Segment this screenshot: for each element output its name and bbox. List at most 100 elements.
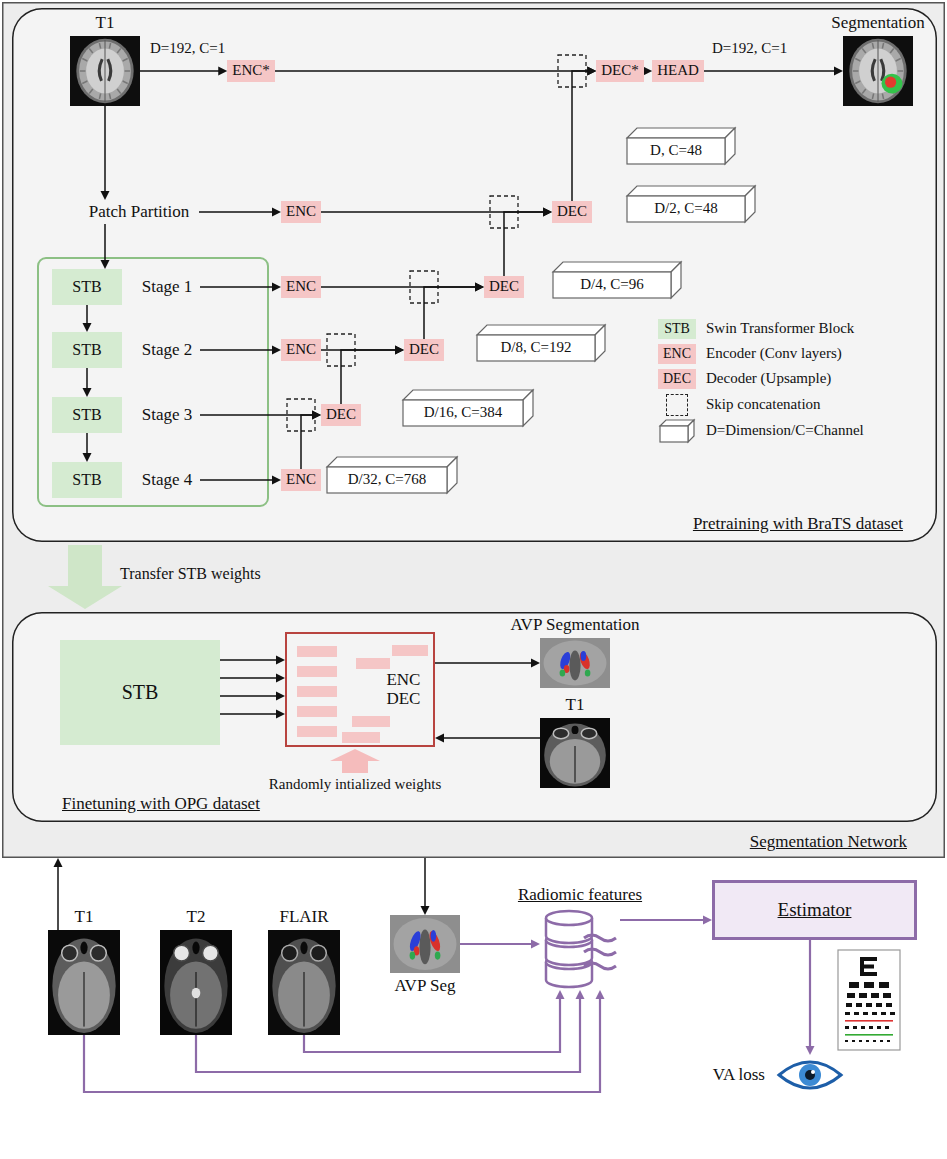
layer-blocks xyxy=(297,645,428,743)
graphic xyxy=(52,938,115,1033)
graphic xyxy=(99,43,100,48)
node-text: Stage 2 xyxy=(142,340,193,360)
graphic xyxy=(544,724,606,787)
connector xyxy=(200,346,281,355)
image-node: AVP Segmentation xyxy=(540,638,610,688)
graphic xyxy=(80,70,86,72)
graphic xyxy=(523,390,533,426)
text-node: Patch Partition xyxy=(79,200,199,224)
graphic xyxy=(861,1026,865,1029)
node-text: DEC* xyxy=(601,62,639,79)
arrowhead xyxy=(834,67,843,76)
node-text: Pretraining with BraTS dataset xyxy=(693,514,903,534)
graphic xyxy=(866,1003,872,1007)
graphic xyxy=(886,1003,892,1007)
text-node: Stage 1 xyxy=(134,276,200,298)
graphic xyxy=(581,728,596,739)
process-box: DEC xyxy=(552,201,592,223)
graphic xyxy=(109,94,110,99)
arrowhead xyxy=(531,940,540,949)
graphic xyxy=(688,420,694,442)
arrowhead xyxy=(276,674,285,683)
graphic xyxy=(855,81,860,83)
graphic xyxy=(300,942,307,955)
graphic xyxy=(585,670,591,677)
graphic xyxy=(854,1012,859,1015)
connector xyxy=(806,940,815,1055)
process-box: ENC xyxy=(281,276,321,298)
connector-line xyxy=(424,287,477,339)
connector-line xyxy=(196,997,580,1072)
arrowhead xyxy=(83,323,92,332)
connector xyxy=(220,674,285,683)
graphic xyxy=(123,81,128,83)
arrowhead xyxy=(83,453,92,462)
chart-marks xyxy=(845,957,895,1042)
node-text: Finetuning with OPG dataset xyxy=(62,794,260,814)
graphic xyxy=(872,43,873,48)
graphic xyxy=(885,77,896,88)
graphic xyxy=(843,36,913,106)
graphic xyxy=(109,43,110,48)
node-text: STB xyxy=(72,341,101,359)
graphic xyxy=(660,426,688,442)
layer-block xyxy=(297,726,337,737)
graphic xyxy=(853,1026,857,1029)
image-illustration xyxy=(390,915,460,973)
graphic xyxy=(160,930,232,1035)
graphic xyxy=(62,945,78,961)
process-box: HEAD xyxy=(652,60,704,82)
graphic xyxy=(99,94,100,99)
process-box: Estimator xyxy=(712,880,917,940)
graphic xyxy=(272,938,335,1033)
node-text: DEC xyxy=(326,406,356,423)
process-box: STB xyxy=(52,397,122,433)
connector-line xyxy=(275,70,590,72)
arrowhead xyxy=(475,283,484,292)
layer-block xyxy=(392,645,428,656)
graphic xyxy=(779,1062,841,1088)
graphic xyxy=(849,982,859,988)
arrowhead xyxy=(272,476,281,485)
arrowhead xyxy=(272,283,281,292)
node-text: STB xyxy=(72,278,101,296)
connector-line xyxy=(200,349,274,351)
connector-line xyxy=(104,106,106,193)
arrowhead xyxy=(83,388,92,397)
graphic xyxy=(863,1012,868,1015)
graphic xyxy=(477,325,605,335)
image-node: T1 xyxy=(70,36,140,106)
graphic xyxy=(885,1026,889,1029)
graphic xyxy=(546,911,592,925)
node-text: AVP Segmentation xyxy=(511,615,640,635)
layer-block xyxy=(297,646,337,657)
connector xyxy=(421,858,430,915)
feature-cuboid: D/8, C=192 xyxy=(477,325,605,361)
connector-line xyxy=(200,286,274,288)
graphic xyxy=(627,186,755,196)
node-text: Estimator xyxy=(778,899,852,921)
layer-block xyxy=(352,716,390,727)
connector-line xyxy=(200,414,314,416)
connector xyxy=(199,208,281,217)
arrowhead xyxy=(806,1046,815,1055)
graphic xyxy=(887,1040,890,1042)
node-text: ENC xyxy=(286,278,316,295)
connector-line xyxy=(200,479,274,481)
image-illustration xyxy=(775,1055,845,1095)
graphic xyxy=(627,138,725,164)
legend-dashed-box xyxy=(666,394,688,416)
node-text: Patch Partition xyxy=(89,202,190,222)
image-illustration xyxy=(48,930,120,1035)
connector xyxy=(83,433,92,462)
graphic xyxy=(849,39,906,103)
arrowhead xyxy=(543,208,552,217)
graphic xyxy=(855,59,860,61)
process-box: STB xyxy=(52,269,122,305)
connector-line xyxy=(220,713,278,715)
panel: Finetuning with OPG dataset AVP Segmentat… xyxy=(12,612,937,822)
connector xyxy=(275,67,597,76)
node-text: HEAD xyxy=(657,62,699,79)
connector-line xyxy=(620,919,705,921)
